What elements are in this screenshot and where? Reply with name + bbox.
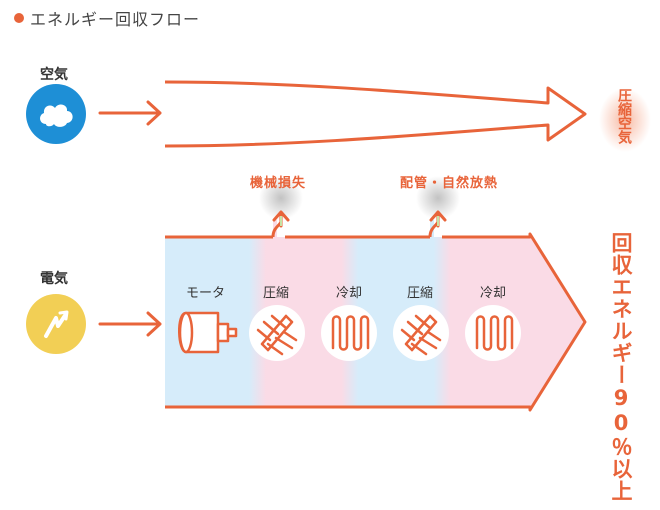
output-glow	[599, 88, 651, 152]
recovery-output: 回収エネルギー90％以上	[609, 232, 633, 502]
motor-icon	[178, 311, 238, 354]
compressor-icon	[393, 305, 449, 361]
dot-icon	[14, 13, 24, 23]
cooler-icon	[465, 305, 521, 361]
loss-label-mechanical: 機械損失	[250, 176, 307, 191]
loss-glow-2	[416, 176, 460, 220]
stage-label-cool-1: 冷却	[336, 286, 363, 301]
air-circle	[26, 84, 86, 144]
stage-label-motor: モータ	[186, 286, 226, 301]
compressor-icon	[249, 305, 305, 361]
stage-label-compress-2: 圧縮	[407, 286, 434, 301]
recovery-arrow	[165, 220, 587, 412]
stage-label-cool-2: 冷却	[480, 286, 507, 301]
air-label: 空気	[40, 67, 68, 83]
cloud-icon	[40, 104, 73, 127]
electricity-label: 電気	[40, 271, 68, 287]
lightning-icon	[44, 310, 69, 338]
arrow-icon	[429, 210, 447, 228]
arrow-icon	[98, 311, 162, 337]
loss-glow-1	[259, 176, 303, 220]
stage-label-compress-1: 圧縮	[263, 286, 290, 301]
arrow-icon	[98, 100, 162, 126]
loss-label-piping: 配管・自然放熱	[400, 176, 499, 191]
electricity-circle	[26, 294, 86, 354]
compressed-air-arrow	[164, 80, 587, 148]
title-text: エネルギー回収フロー	[30, 10, 201, 29]
compressed-air-output: 圧縮空気	[616, 88, 632, 144]
cooler-icon	[321, 305, 377, 361]
diagram-title: エネルギー回収フロー	[14, 6, 200, 30]
arrow-icon	[272, 210, 290, 228]
